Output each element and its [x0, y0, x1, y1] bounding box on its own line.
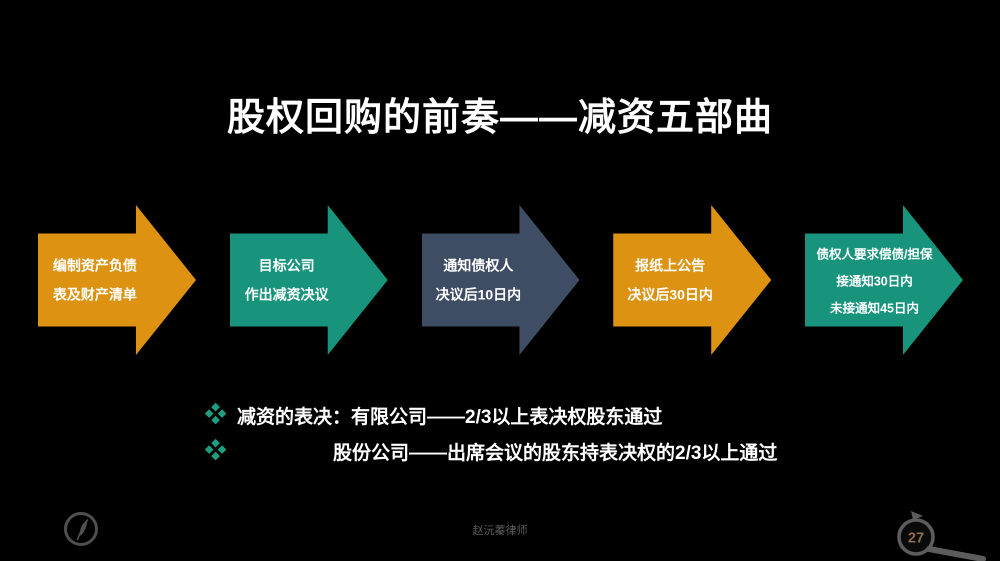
arrow-label-line: 报纸上公告	[635, 257, 706, 274]
list-item: 股份公司——出席会议的股东持表决权的2/3以上通过	[205, 438, 777, 465]
page-title: 股权回购的前奏——减资五部曲	[226, 97, 773, 139]
list-item: 减资的表决：有限公司——2/3以上表决权股东通过	[205, 402, 777, 429]
arrow-label: 债权人要求偿债/担保 接通知30日内 未接通知45日内	[805, 236, 944, 325]
process-arrow-3: 通知债权人 决议后10日内	[421, 205, 580, 355]
arrow-label-line: 目标公司	[258, 257, 315, 274]
arrow-label: 通知债权人 决议后10日内	[422, 247, 536, 314]
arrow-label-line: 通知债权人	[443, 257, 514, 274]
arrow-label-line: 表及财产清单	[52, 286, 137, 303]
quill-logo-icon	[64, 512, 98, 546]
page-number: 27	[908, 531, 924, 547]
bullet-text: 股份公司——出席会议的股东持表决权的2/3以上通过	[333, 443, 778, 464]
bullet-text: 减资的表决：有限公司——2/3以上表决权股东通过	[237, 407, 663, 428]
arrow-label-line: 作出减资决议	[244, 286, 329, 303]
process-arrow-1: 编制资产负债 表及财产清单	[38, 205, 196, 355]
process-arrows-row: 编制资产负债 表及财产清单 目标公司 作出减资决议 通知债权人 决议后10日内 …	[38, 205, 963, 355]
arrow-label: 编制资产负债 表及财产清单	[38, 247, 152, 314]
bullet-list: 减资的表决：有限公司——2/3以上表决权股东通过 股份公司——出席会议的股东持表…	[205, 402, 777, 474]
magnifier-icon: 27	[897, 511, 986, 561]
arrow-label-line: 编制资产负债	[52, 257, 137, 274]
arrow-label-line: 未接通知45日内	[830, 301, 919, 316]
footer-author: 赵沅蓁律师	[472, 525, 528, 537]
arrow-label-line: 决议后10日内	[435, 286, 522, 303]
diamond-cluster-bullet-icon	[205, 403, 226, 424]
arrow-label: 目标公司 作出减资决议	[230, 247, 344, 314]
diamond-cluster-bullet-icon	[205, 439, 226, 460]
arrow-label-line: 债权人要求偿债/担保	[816, 247, 933, 262]
process-arrow-2: 目标公司 作出减资决议	[229, 205, 388, 355]
arrow-label: 报纸上公告 决议后30日内	[613, 247, 727, 314]
process-arrow-5: 债权人要求偿债/担保 接通知30日内 未接通知45日内	[805, 205, 963, 355]
process-arrow-4: 报纸上公告 决议后30日内	[613, 205, 772, 355]
arrow-label-line: 接通知30日内	[836, 274, 913, 289]
arrow-label-line: 决议后30日内	[627, 286, 713, 303]
